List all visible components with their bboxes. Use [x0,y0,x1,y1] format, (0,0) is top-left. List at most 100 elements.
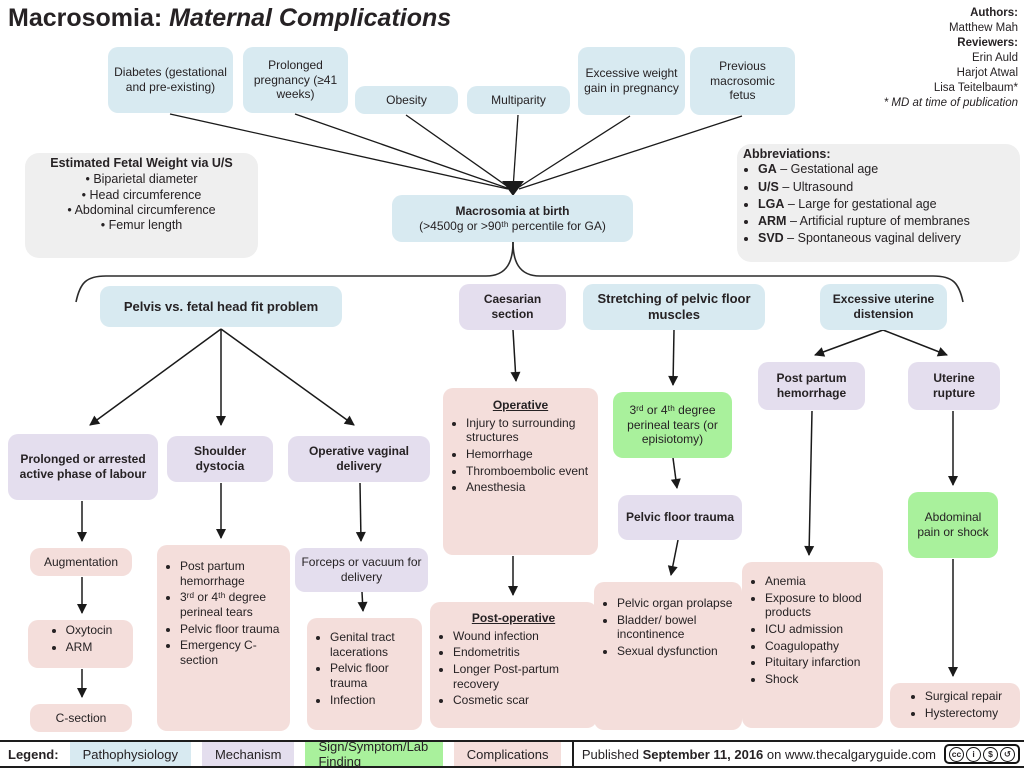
cc-license-badge: cc i $ ↺ [944,744,1020,764]
bullet-item: 3ʳᵈ or 4ᵗʰ degree perineal tears [180,590,284,619]
bullet-item: Exposure to blood products [765,591,877,620]
reviewer-name: Lisa Teitelbaum* [933,81,1018,94]
bullet-item: Thromboembolic event [466,464,592,479]
node-perineal-tears: 3ʳᵈ or 4ᵗʰ degree perineal tears (or epi… [613,392,732,458]
bullet-item: Longer Post-partum recovery [453,662,591,691]
page-title: Macrosomia: Maternal Complications [8,4,451,33]
bullet-item: Post partum hemorrhage [180,559,284,588]
bullet-item: Pelvic floor trauma [330,661,416,690]
bullet-item: Coagulopathy [765,639,877,654]
legend-bar: Legend: Pathophysiology Mechanism Sign/S… [0,739,1024,768]
node-uterine-distension: Excessive uterine distension [820,284,947,330]
node-pelvic-floor-outcomes: Pelvic organ prolapse Bladder/ bowel inc… [594,582,742,730]
node-pelvis-fit-problem: Pelvis vs. fetal head fit problem [100,286,342,327]
bullet-item: Bladder/ bowel incontinence [617,613,736,642]
bullet-item: Anemia [765,574,877,589]
risk-factor-obesity: Obesity [355,86,458,114]
author-name: Matthew Mah [948,21,1018,34]
bullet-item: Pelvic floor trauma [180,622,284,637]
bullet-item: Emergency C-section [180,638,284,667]
node-c-section: C-section [30,704,132,732]
bullet-item: Shock [765,672,877,687]
bullet-item: Head circumference [67,188,215,203]
bullet-item: Cosmetic scar [453,693,591,708]
bullet-item: Genital tract lacerations [330,630,416,659]
reviewer-name: Erin Auld [971,51,1018,64]
abbreviation-item: SVD – Spontaneous vaginal delivery [758,231,970,246]
risk-factor-prolonged-pregnancy: Prolonged pregnancy (≥41 weeks) [243,47,348,113]
node-shoulder-outcomes: Post partum hemorrhage 3ʳᵈ or 4ᵗʰ degree… [157,545,290,731]
operative-title: Operative [492,398,549,412]
node-uterine-rupture: Uterine rupture [908,362,1000,410]
macrosomia-subtitle: (>4500g or >90ᵗʰ percentile for GA) [419,218,606,233]
bullet-item: Sexual dysfunction [617,644,736,659]
legend-complications: Complications [453,742,562,766]
bullet-item: Oxytocin [66,623,113,638]
risk-factor-multiparity: Multiparity [467,86,570,114]
bullet-item: Abdominal circumference [67,203,216,218]
node-postoperative-complications: Post-operative Wound infection Endometri… [430,602,597,728]
abbreviation-item: GA – Gestational age [758,162,970,177]
bullet-item: Hemorrhage [466,447,592,462]
node-macrosomia-at-birth: Macrosomia at birth (>4500g or >90ᵗʰ per… [392,195,633,242]
node-forceps-outcomes: Genital tract lacerations Pelvic floor t… [307,618,422,730]
bullet-item: ARM [66,640,113,655]
node-pelvic-floor-stretching: Stretching of pelvic floor muscles [583,284,765,330]
bullet-item: Surgical repair [925,689,1002,704]
node-rupture-outcomes: Surgical repair Hysterectomy [890,683,1020,728]
sa-icon: ↺ [1000,746,1015,762]
reviewers-label: Reviewers: [957,36,1018,49]
bullet-item: Pituitary infarction [765,655,877,670]
legend-label: Legend: [8,746,59,762]
bullet-item: Hysterectomy [925,706,1002,721]
abbreviation-item: ARM – Artificial rupture of membranes [758,214,970,229]
node-operative-vaginal-delivery: Operative vaginal delivery [288,436,430,482]
node-oxytocin-arm: Oxytocin ARM [28,620,133,668]
node-prolonged-labour: Prolonged or arrested active phase of la… [8,434,158,500]
legend-pathophysiology: Pathophysiology [69,742,191,766]
node-postpartum-hemorrhage: Post partum hemorrhage [758,362,865,410]
abbreviations-note: Abbreviations: GA – Gestational age U/S … [737,144,1020,262]
legend-sign-symptom: Sign/Symptom/Lab Finding [305,739,443,768]
node-abdominal-pain-shock: Abdominal pain or shock [908,492,998,558]
postoperative-title: Post-operative [471,611,556,625]
page-title-prefix: Macrosomia: [8,4,170,32]
authors-label: Authors: [970,7,1018,19]
bullet-item: Pelvic organ prolapse [617,596,736,611]
bullet-item: Infection [330,693,416,708]
node-operative-complications: Operative Injury to surrounding structur… [443,388,598,555]
node-pph-outcomes: Anemia Exposure to blood products ICU ad… [742,562,883,728]
node-augmentation: Augmentation [30,548,132,576]
node-pelvic-floor-trauma: Pelvic floor trauma [618,495,742,540]
bullet-item: Biparietal diameter [67,172,215,187]
fetal-weight-title: Estimated Fetal Weight via U/S [50,156,233,170]
abbreviation-item: U/S – Ultrasound [758,180,970,195]
nc-icon: $ [983,746,998,762]
cc-icon: cc [949,746,964,762]
risk-factor-previous-macrosomic: Previous macrosomic fetus [690,47,795,115]
node-caesarian-section: Caesarian section [459,284,566,330]
macrosomia-title: Macrosomia at birth [455,203,570,218]
fetal-weight-note: Estimated Fetal Weight via U/S Biparieta… [25,153,258,258]
bullet-item: Wound infection [453,629,591,644]
bullet-item: Anesthesia [466,480,592,495]
abbreviation-item: LGA – Large for gestational age [758,197,970,212]
page-title-emphasis: Maternal Complications [169,4,452,32]
bullet-item: Femur length [67,218,215,233]
published-line: Published September 11, 2016 on www.thec… [581,746,936,762]
legend-divider [572,742,574,766]
node-shoulder-dystocia: Shoulder dystocia [167,436,273,482]
risk-factor-diabetes: Diabetes (gestational and pre-existing) [108,47,233,113]
credits-block: Authors: Matthew Mah Reviewers: Erin Aul… [884,6,1018,111]
reviewer-name: Harjot Atwal [956,66,1018,79]
bullet-item: Endometritis [453,645,591,660]
bullet-item: Injury to surrounding structures [466,416,592,445]
node-forceps-vacuum: Forceps or vacuum for delivery [295,548,428,592]
risk-factor-weight-gain: Excessive weight gain in pregnancy [578,47,685,115]
abbreviations-title: Abbreviations: [743,147,831,161]
by-icon: i [966,746,981,762]
credits-footnote: * MD at time of publication [883,96,1018,109]
bullet-item: ICU admission [765,622,877,637]
